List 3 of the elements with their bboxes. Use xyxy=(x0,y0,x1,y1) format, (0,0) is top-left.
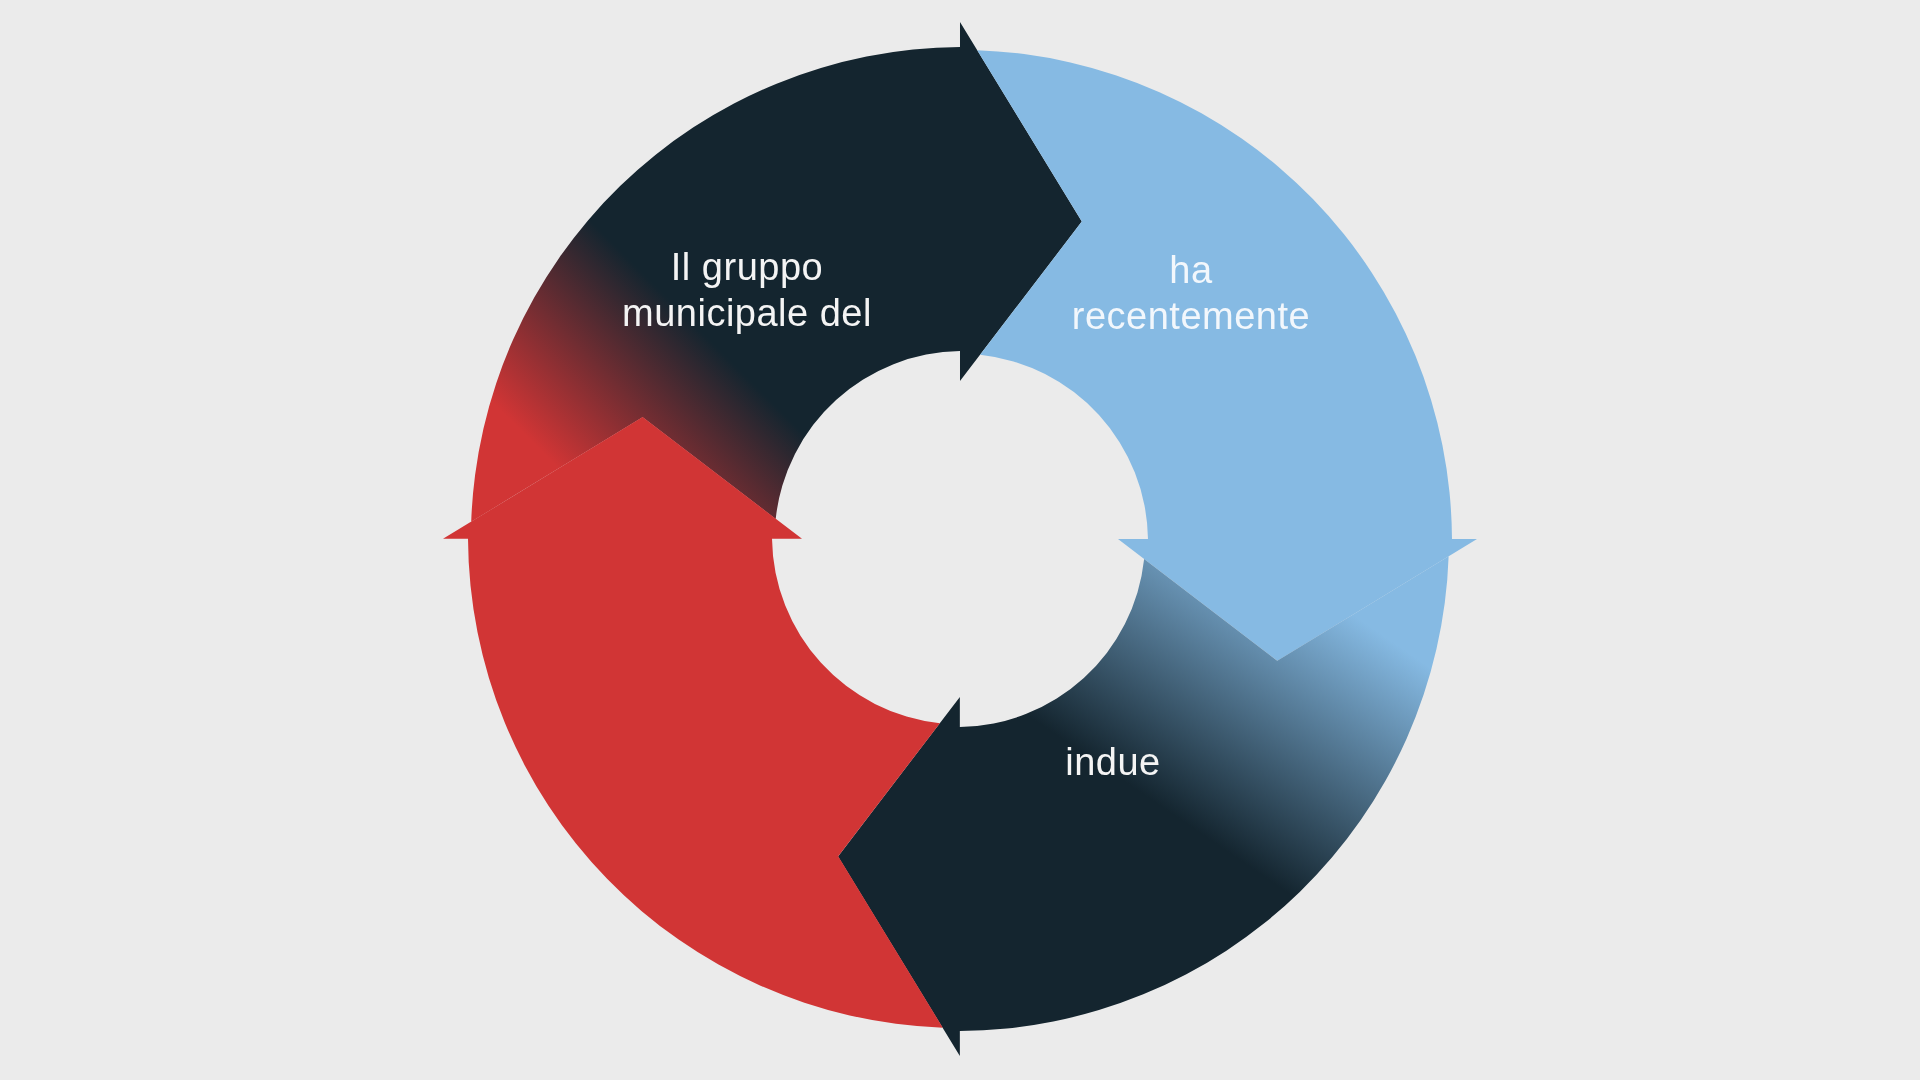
segment-label: ha recentemente xyxy=(1070,247,1312,339)
segment-label: indue xyxy=(1064,739,1162,785)
segment-label: Il gruppo municipale del xyxy=(621,244,873,336)
